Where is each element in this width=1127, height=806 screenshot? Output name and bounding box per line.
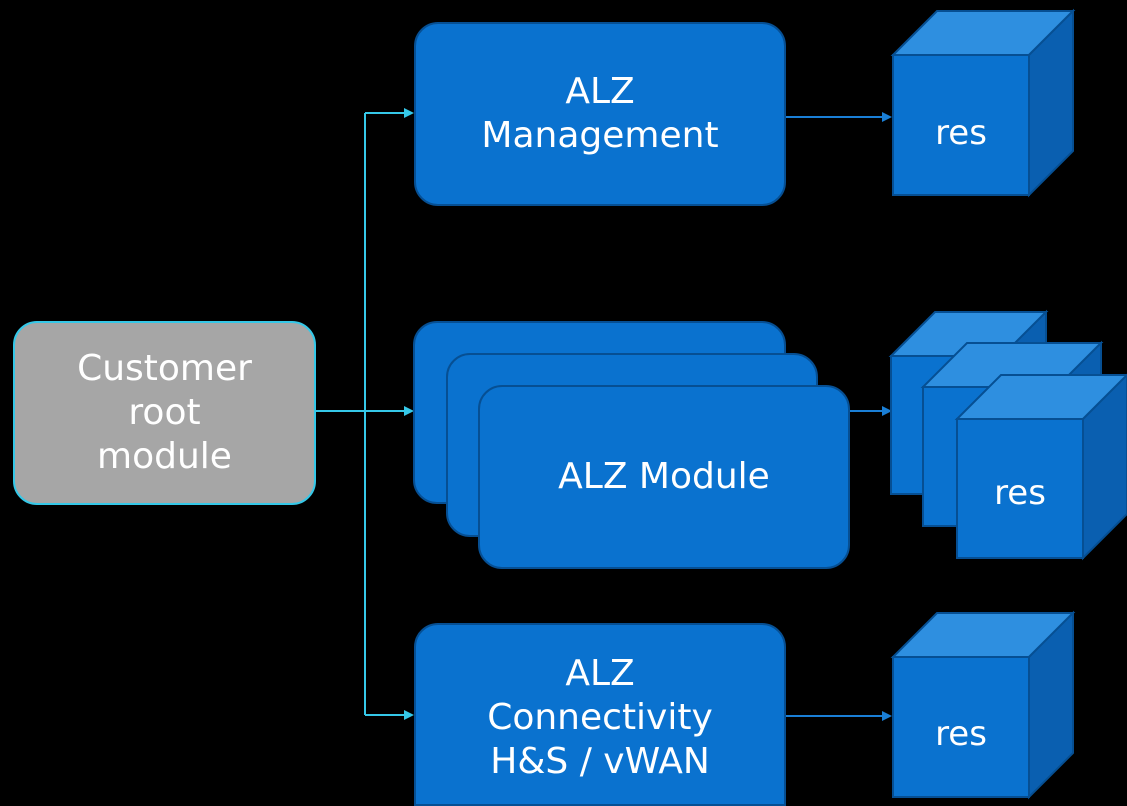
alz-management-label: ALZ Management <box>481 71 719 156</box>
management-resource-cube-icon <box>890 8 1076 198</box>
alz-module-label: ALZ Module <box>558 456 770 497</box>
module-resource-cube-front-icon <box>954 373 1127 561</box>
alz-connectivity-module: ALZ Connectivity H&S / vWAN <box>414 623 786 806</box>
customer-root-module-label: Customer root module <box>77 348 252 477</box>
alz-connectivity-label: ALZ Connectivity H&S / vWAN <box>487 652 713 782</box>
module-resource-label: res <box>994 473 1046 513</box>
alz-module-stack-front: ALZ Module <box>478 385 850 569</box>
management-resource-label: res <box>935 113 987 153</box>
connectivity-resource-label: res <box>935 714 987 754</box>
customer-root-module: Customer root module <box>13 321 316 505</box>
alz-management-module: ALZ Management <box>414 22 786 206</box>
connectivity-resource-cube-icon <box>890 610 1076 800</box>
